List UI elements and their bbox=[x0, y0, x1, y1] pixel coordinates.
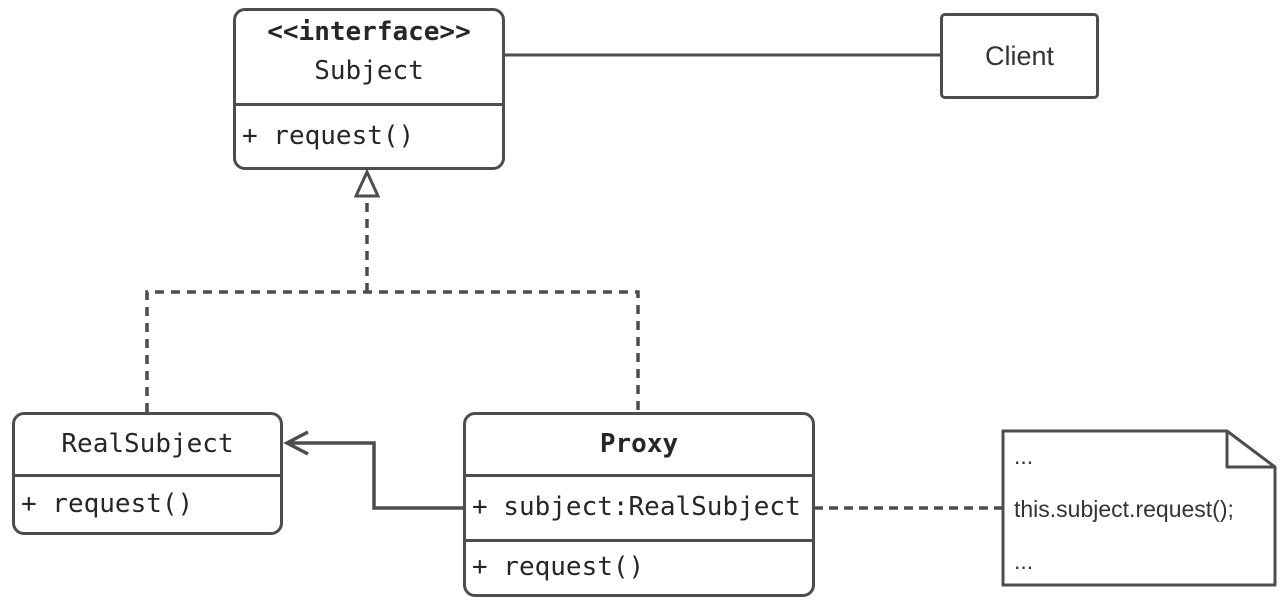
proxy-name: Proxy bbox=[599, 428, 679, 459]
class-proxy: Proxy + subject:RealSubject + request() bbox=[463, 412, 815, 597]
class-proxy-header: Proxy bbox=[466, 415, 812, 477]
association-proxy-realsubject-line bbox=[288, 441, 465, 510]
note-text: ... this.subject.request(); ... bbox=[1003, 431, 1275, 585]
realsubject-method-request: + request() bbox=[21, 488, 194, 519]
association-proxy-realsubject bbox=[283, 430, 465, 510]
class-subject-header: <<interface>> Subject bbox=[236, 11, 502, 106]
open-arrowhead bbox=[283, 430, 309, 456]
note-line-2: this.subject.request(); bbox=[1014, 495, 1234, 522]
subject-name: Subject bbox=[314, 56, 424, 86]
note-outline bbox=[1001, 429, 1277, 587]
class-client: Client bbox=[940, 13, 1099, 99]
note-fold bbox=[1225, 431, 1275, 469]
proxy-attribute-subject: + subject:RealSubject bbox=[466, 477, 812, 542]
realization-arrow bbox=[353, 168, 381, 292]
class-realsubject: RealSubject + request() bbox=[12, 412, 283, 535]
subject-method-request: + request() bbox=[242, 120, 415, 151]
note-line-3: ... bbox=[1014, 548, 1034, 574]
note-line-1: ... bbox=[1014, 443, 1034, 469]
proxy-method-request: + request() bbox=[472, 552, 645, 583]
realsubject-name: RealSubject bbox=[61, 428, 234, 459]
note-shape bbox=[1001, 429, 1277, 587]
realization-branch-line bbox=[145, 290, 640, 412]
class-realsubject-header: RealSubject bbox=[15, 415, 280, 477]
class-subject: <<interface>> Subject + request() bbox=[233, 8, 505, 170]
subject-stereotype: <<interface>> bbox=[267, 17, 471, 47]
hollow-triangle-arrowhead bbox=[353, 168, 381, 198]
